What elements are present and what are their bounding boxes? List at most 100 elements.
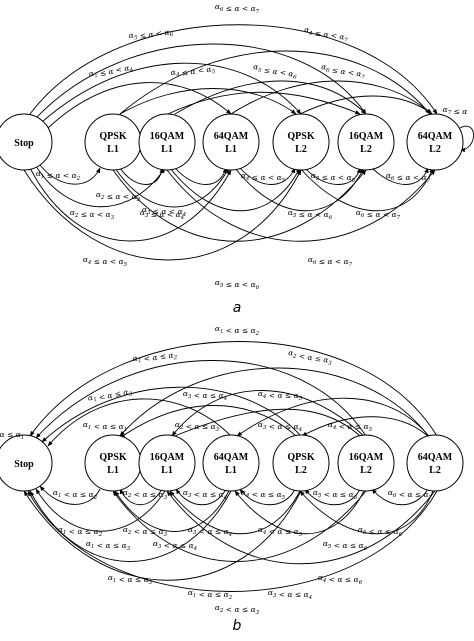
edge-b-64qam2-qpsk2 [301, 416, 431, 439]
edge-label-part: α [258, 389, 263, 398]
edge-a-16qam1-64qam1 [174, 167, 227, 185]
edge-label-subscript: 1 [88, 425, 92, 431]
edge-label-subscript: 6 [220, 7, 224, 13]
edge-label-part: α [119, 422, 124, 431]
edge-label-b-a3-a4-b3: α3 < α ≤ α4 [153, 539, 198, 552]
edge-label-part: < α ≤ [116, 575, 143, 584]
edge-label-part: < α ≤ [266, 527, 293, 536]
edge-label-subscript: 4 [223, 495, 228, 501]
edge-label-part: < α ≤ [326, 575, 353, 584]
edge-label-subscript: 7 [427, 178, 431, 184]
edge-label-b-a4-a5-top2: α4 < α ≤ α5 [328, 420, 373, 433]
edge-label-subscript: 4 [228, 532, 233, 538]
edge-label-subscript: 3 [147, 210, 151, 216]
edge-label-part: < α ≤ [396, 490, 423, 499]
edge-label-a6-a7-b3: α6 ≤ α < α7 [308, 255, 353, 268]
edge-label-subscript: 1 [93, 397, 98, 404]
edge-label-part: α [183, 389, 188, 398]
edge-a-64qam1-qpsk2 [239, 167, 296, 185]
edge-label-subscript: 3 [137, 197, 141, 203]
state-node-label: L2 [429, 465, 441, 476]
edge-label-subscript: 5 [299, 396, 303, 402]
edge-label-subscript: 1 [63, 530, 67, 536]
edge-label-subscript: 3 [273, 593, 277, 599]
edge-label-part: ≤ α < [261, 65, 289, 78]
edge-label-subscript: 4 [308, 595, 313, 601]
state-node-circle [337, 434, 395, 492]
edge-label-part: < α ≤ [94, 541, 121, 550]
edge-label-a2-a3-b1: α2 ≤ α < α3 [96, 190, 141, 203]
edge-label-subscript: 3 [263, 425, 267, 431]
edge-label-part: α [224, 527, 229, 536]
state-node-label: L1 [161, 465, 173, 476]
edge-label-subscript: 6 [326, 68, 331, 74]
edge-b-64qam1-stop [47, 398, 232, 447]
edge-label-subscript: 6 [364, 546, 368, 552]
edge-label-part: ≤ α < [137, 28, 165, 41]
edge-label-subscript: 1 [124, 427, 128, 433]
edge-label-part: α [251, 4, 256, 13]
edge-a-qpsk1-qpsk2 [119, 88, 297, 115]
edge-label-part: ≤ α < [104, 192, 131, 201]
edge-b-16qam2-64qam1 [234, 490, 365, 535]
edge-label-part: α [251, 280, 256, 289]
edge-a-stop-qpsk2-b [23, 169, 302, 261]
edge-label-part: < α ≤ [91, 422, 118, 431]
edge-label-part: α [140, 208, 145, 217]
edge-label-part: ≤ α [451, 107, 467, 116]
edge-label-part: α [53, 488, 58, 497]
state-node-circle [272, 434, 330, 492]
edge-label-part: < α ≤ [296, 351, 324, 364]
edge-label-subscript: 2 [228, 595, 233, 601]
state-node-label: 64QAM [214, 452, 249, 463]
edge-label-a4-a5-b1: α4 ≤ α < α5 [241, 171, 286, 184]
edge-label-part: α [123, 525, 128, 534]
edge-label-subscript: 2 [292, 354, 298, 361]
edge-label-part: α [123, 63, 130, 73]
edge-b-16qam1-qpsk1 [119, 488, 163, 506]
edge-label-part: α [219, 391, 224, 400]
edge-label-part: < α ≤ [196, 527, 223, 536]
edge-label-part: ≤ α < [44, 171, 71, 180]
edge-label-part: < α ≤ [191, 391, 218, 400]
edge-label-b-a1-a2-b5: α1 < α ≤ α2 [188, 588, 233, 601]
edge-a-qpsk2-64qam2 [299, 95, 433, 115]
edge-label-part: α [132, 353, 138, 363]
edge-label-part: α [288, 348, 294, 358]
edge-label-subscript: 5 [211, 69, 216, 75]
edge-label-part: < α ≤ [66, 527, 93, 536]
edge-label-part: ≤ α < [316, 257, 343, 266]
edge-label-part: α [251, 605, 256, 614]
state-node-circle [138, 113, 196, 171]
edge-label-part: < α ≤ [266, 422, 293, 431]
edge-label-subscript: 7 [397, 215, 401, 221]
edge-label-b-a1-a3-b4: α1 < α ≤ α3 [108, 573, 153, 586]
edge-label-part: α [364, 422, 369, 431]
edge-label-part: α [108, 573, 113, 582]
edge-label-subscript: 4 [182, 212, 187, 218]
edge-label-a5-a6-b1: α5 ≤ α < α6 [311, 171, 356, 184]
edge-label-part: α [294, 422, 299, 431]
edge-label-subscript: 2 [179, 425, 184, 431]
edge-label-part: α [123, 488, 128, 497]
edge-label-subscript: 4 [262, 394, 267, 400]
edge-label-part: α [358, 525, 363, 534]
edge-label-a5-a6-b2: α5 ≤ α < α6 [288, 208, 333, 221]
edge-label-part: α [142, 205, 147, 214]
edge-label-part: < α ≤ [191, 490, 218, 499]
edge-label-part: < α ≤ [61, 490, 88, 499]
edge-label-part: α [304, 25, 310, 35]
edge-label-part: α [175, 420, 180, 429]
edge-label-subscript: 2 [219, 608, 224, 614]
state-node-label: QPSK [99, 452, 126, 463]
edge-label-part: α [87, 393, 94, 403]
state-node-circle [0, 434, 53, 492]
edge-label-part: α [224, 590, 229, 599]
edge-label-b-a5-a6-b2: α5 < α ≤ α6 [358, 525, 403, 538]
edge-label-part: α [16, 430, 21, 439]
edge-label-part: < α ≤ [223, 326, 250, 335]
state-node-circle [84, 434, 142, 492]
state-node-label: 16QAM [349, 452, 384, 463]
